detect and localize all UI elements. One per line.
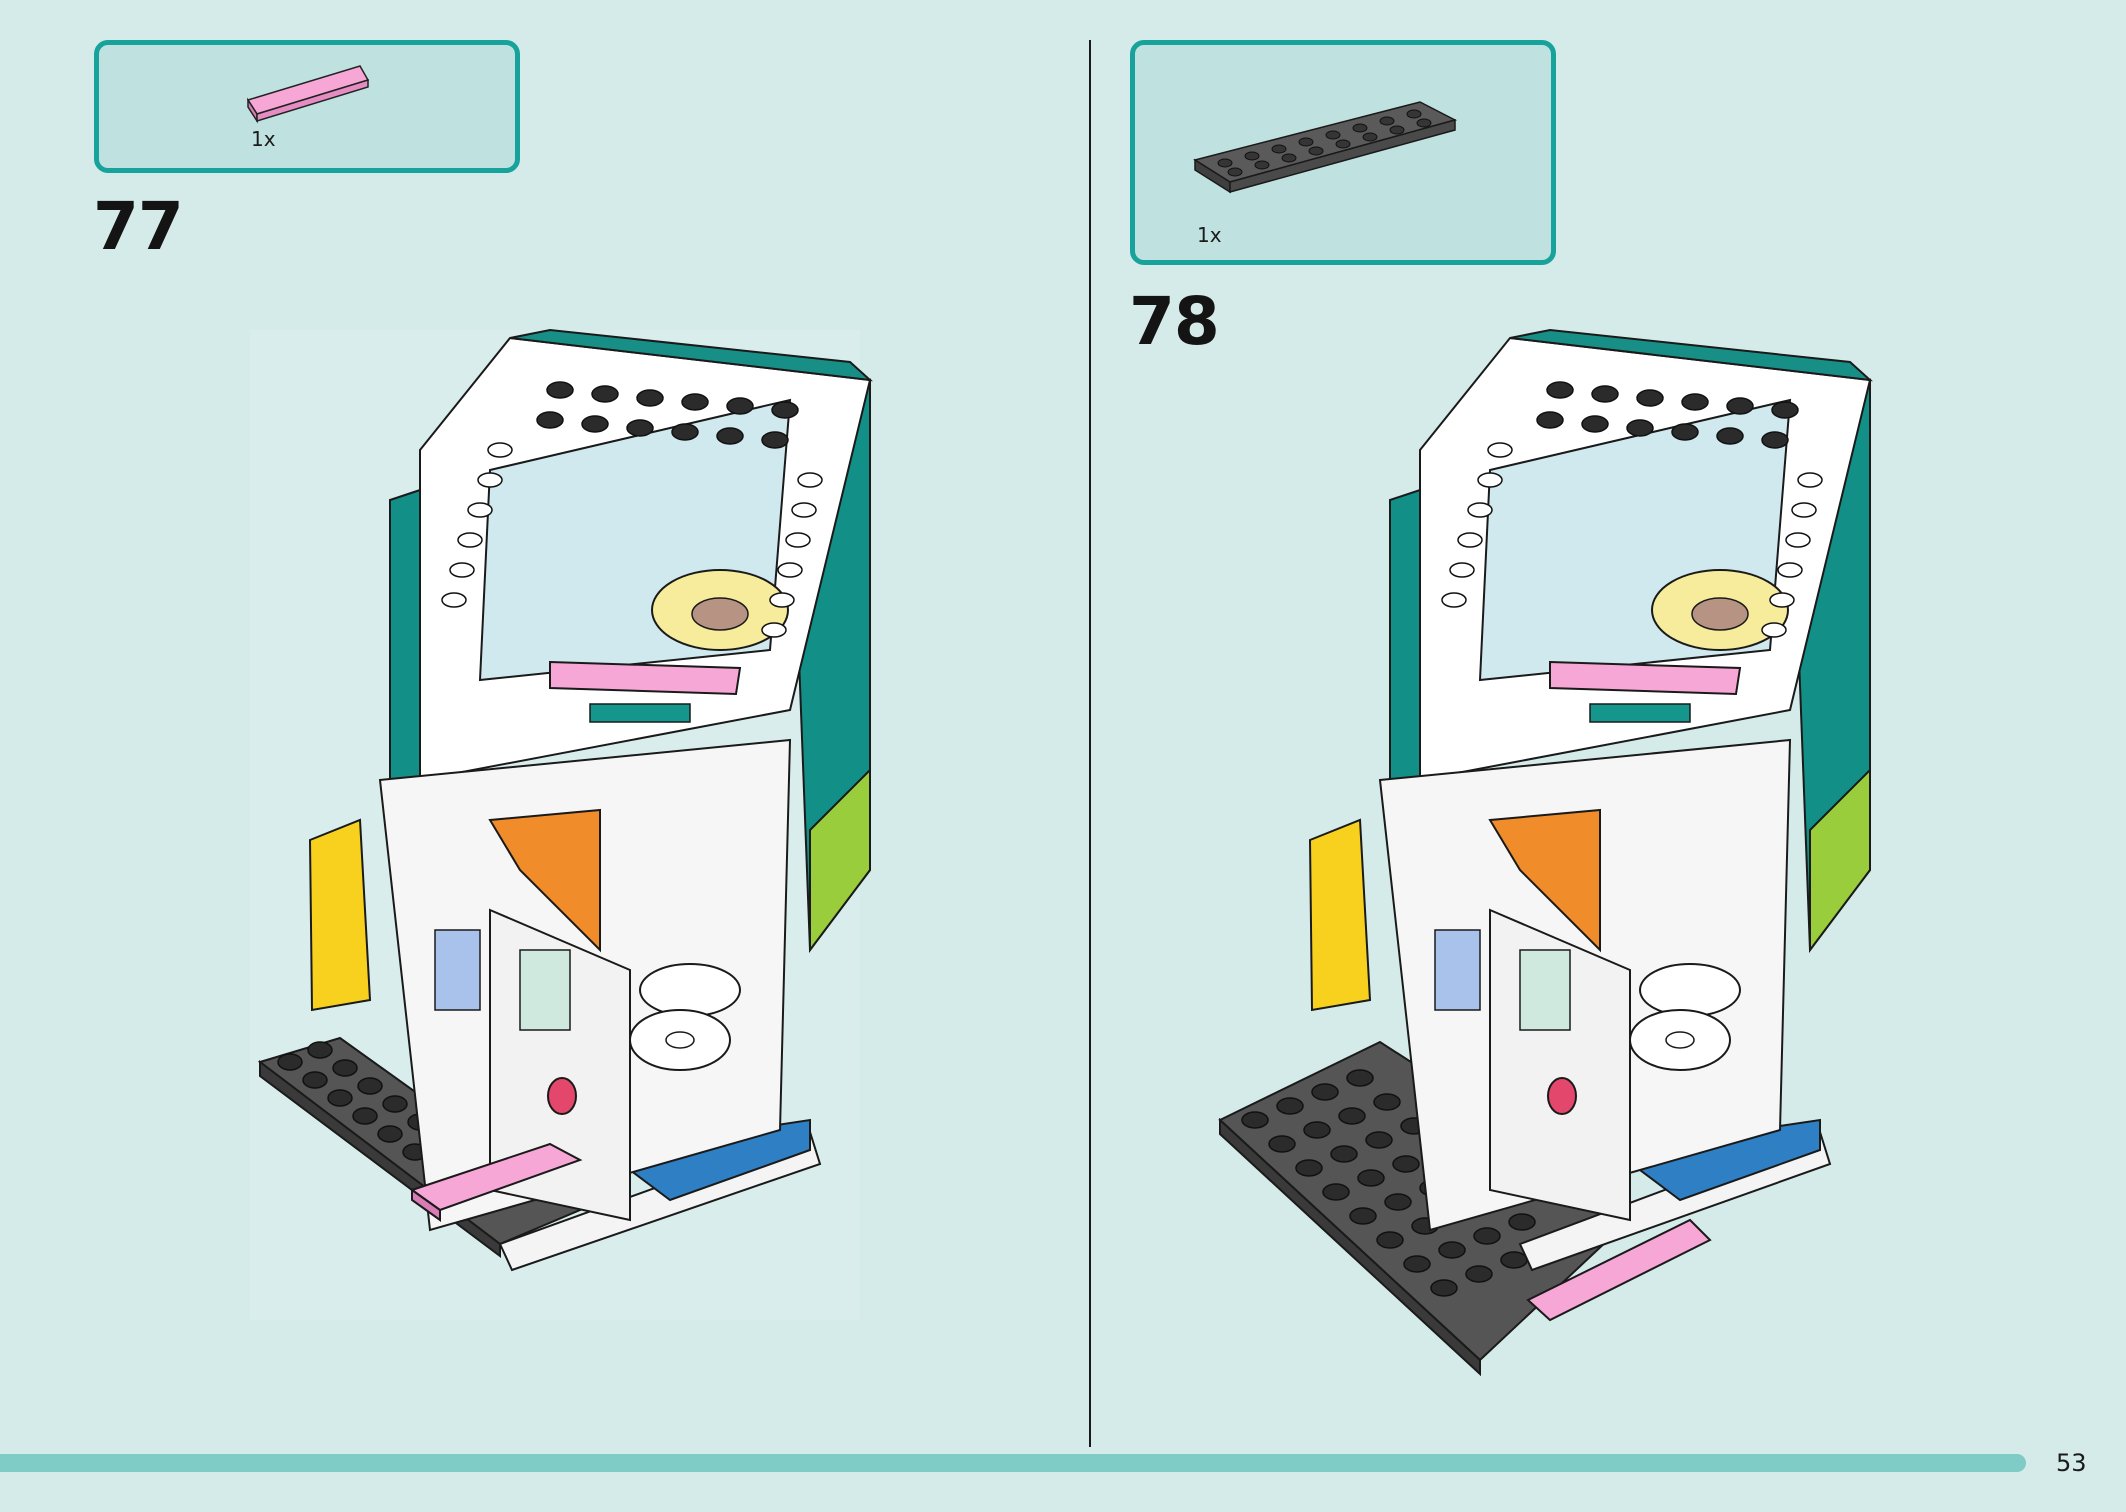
- parts-callout-step-77: 1x: [94, 40, 520, 173]
- step-number: 77: [93, 188, 184, 265]
- dark-gray-plate-icon: [1193, 101, 1458, 194]
- footer-bar: [0, 1454, 2026, 1472]
- model-illustration-step-78: [1218, 328, 1874, 1377]
- part-quantity: 1x: [251, 127, 276, 151]
- page-number: 53: [2056, 1449, 2087, 1477]
- step-number: 78: [1129, 283, 1220, 360]
- part-quantity: 1x: [1197, 223, 1222, 247]
- page-divider: [1089, 40, 1091, 1447]
- model-illustration-step-77: [250, 328, 874, 1320]
- parts-callout-step-78: 1x: [1130, 40, 1556, 265]
- pink-tile-icon: [246, 65, 370, 124]
